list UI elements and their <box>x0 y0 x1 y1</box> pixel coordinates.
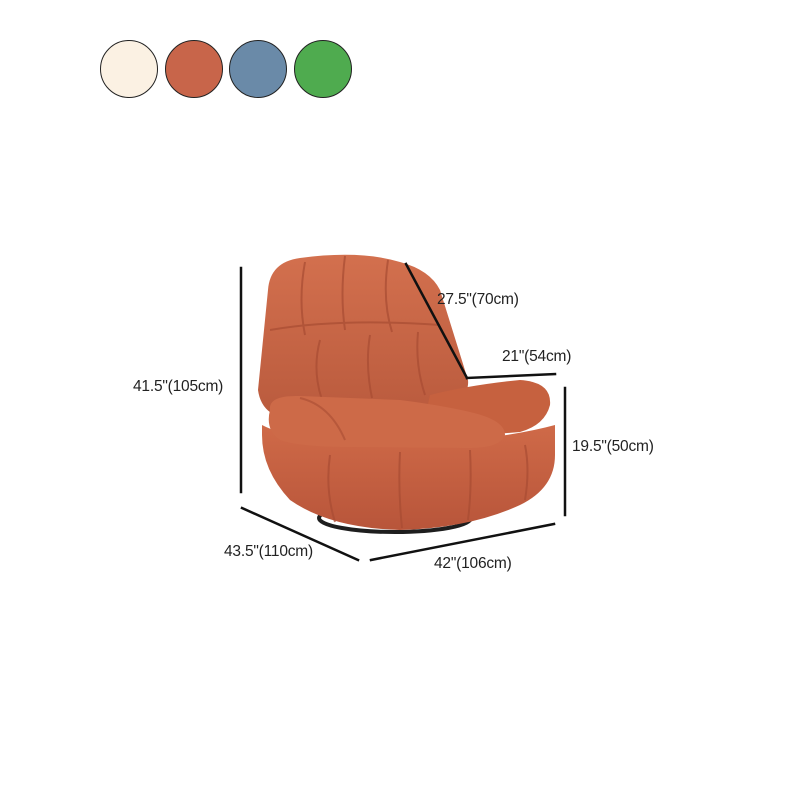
swatch-slate-blue[interactable] <box>229 40 287 98</box>
swatch-green[interactable] <box>294 40 352 98</box>
seat-depth-line <box>465 372 557 380</box>
seat-height-label: 19.5"(50cm) <box>572 438 654 455</box>
chair-base <box>262 425 555 530</box>
height-label: 41.5"(105cm) <box>133 378 224 395</box>
depth-line <box>240 506 360 562</box>
swatch-cream[interactable] <box>100 40 158 98</box>
width-line <box>369 522 556 562</box>
width-label: 42"(106cm) <box>434 555 512 572</box>
back-depth-label: 27.5"(70cm) <box>437 291 519 308</box>
backrest <box>258 254 469 420</box>
swatch-burnt-orange[interactable] <box>165 40 223 98</box>
armrest <box>268 395 505 448</box>
back-depth-line <box>404 262 469 380</box>
depth-label: 43.5"(110cm) <box>224 543 313 560</box>
seat-depth-label: 21"(54cm) <box>502 348 572 365</box>
